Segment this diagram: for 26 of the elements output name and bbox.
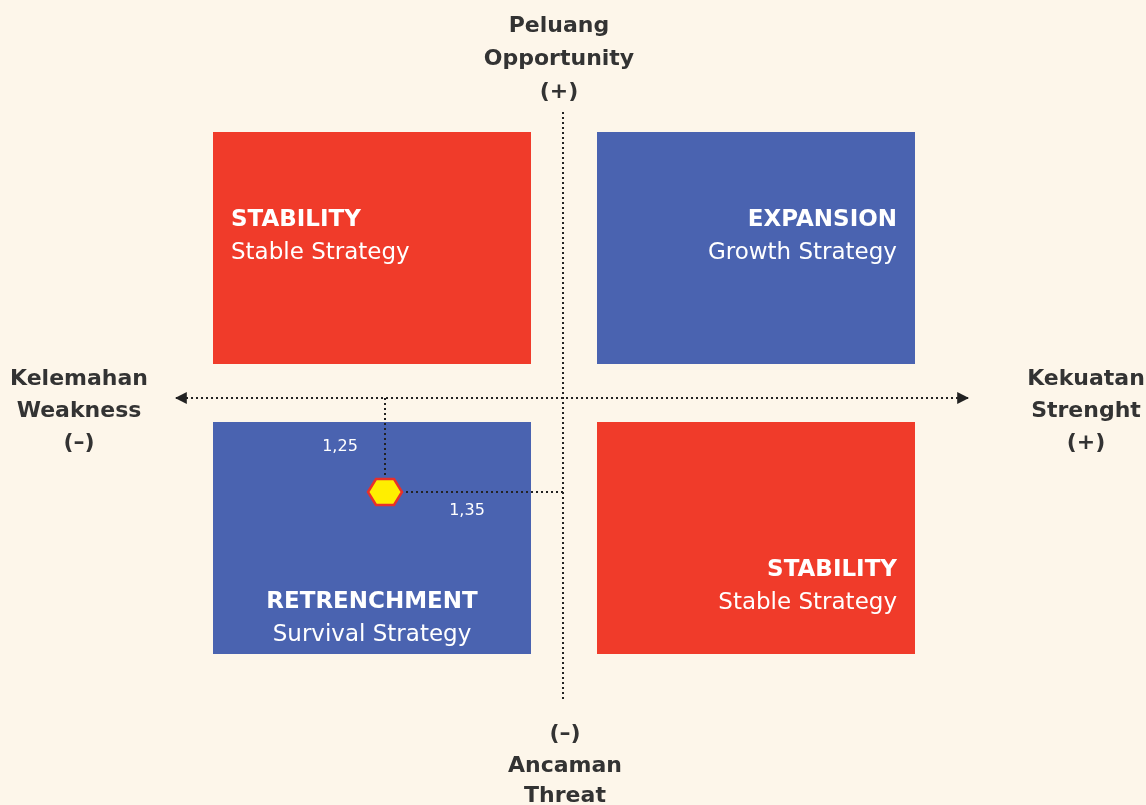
quadrant-box: [597, 132, 915, 364]
quadrant-heading: EXPANSION: [747, 204, 897, 233]
coordinate-value: 1,35: [449, 499, 485, 521]
axis-sign: (+): [539, 77, 579, 105]
axis-sign: (–): [63, 428, 95, 456]
axis-label: Kelemahan: [10, 364, 148, 392]
axis-sign: (+): [1066, 428, 1106, 456]
axis-label: Ancaman: [508, 751, 622, 779]
axis-sign: (–): [549, 719, 581, 747]
axis-label: Kekuatan: [1027, 364, 1145, 392]
quadrant-heading: STABILITY: [231, 204, 361, 233]
axis-label: Threat: [524, 781, 606, 805]
strategy-name: Stable Strategy: [718, 587, 897, 616]
strategy-name: Stable Strategy: [231, 237, 410, 266]
quadrant-box: [213, 132, 531, 364]
axis-label: Peluang: [508, 11, 610, 39]
axis-label: Strenght: [1031, 396, 1141, 424]
strategy-name: Survival Strategy: [272, 619, 472, 648]
quadrant-box: [213, 422, 531, 654]
quadrant-heading: RETRENCHMENT: [266, 586, 478, 615]
strategy-name: Growth Strategy: [707, 237, 897, 266]
axis-label: Weakness: [16, 396, 142, 424]
coordinate-value: 1,25: [322, 435, 358, 457]
quadrant-box: [597, 422, 915, 654]
axis-label: Opportunity: [483, 44, 635, 72]
quadrant-heading: STABILITY: [767, 554, 897, 583]
